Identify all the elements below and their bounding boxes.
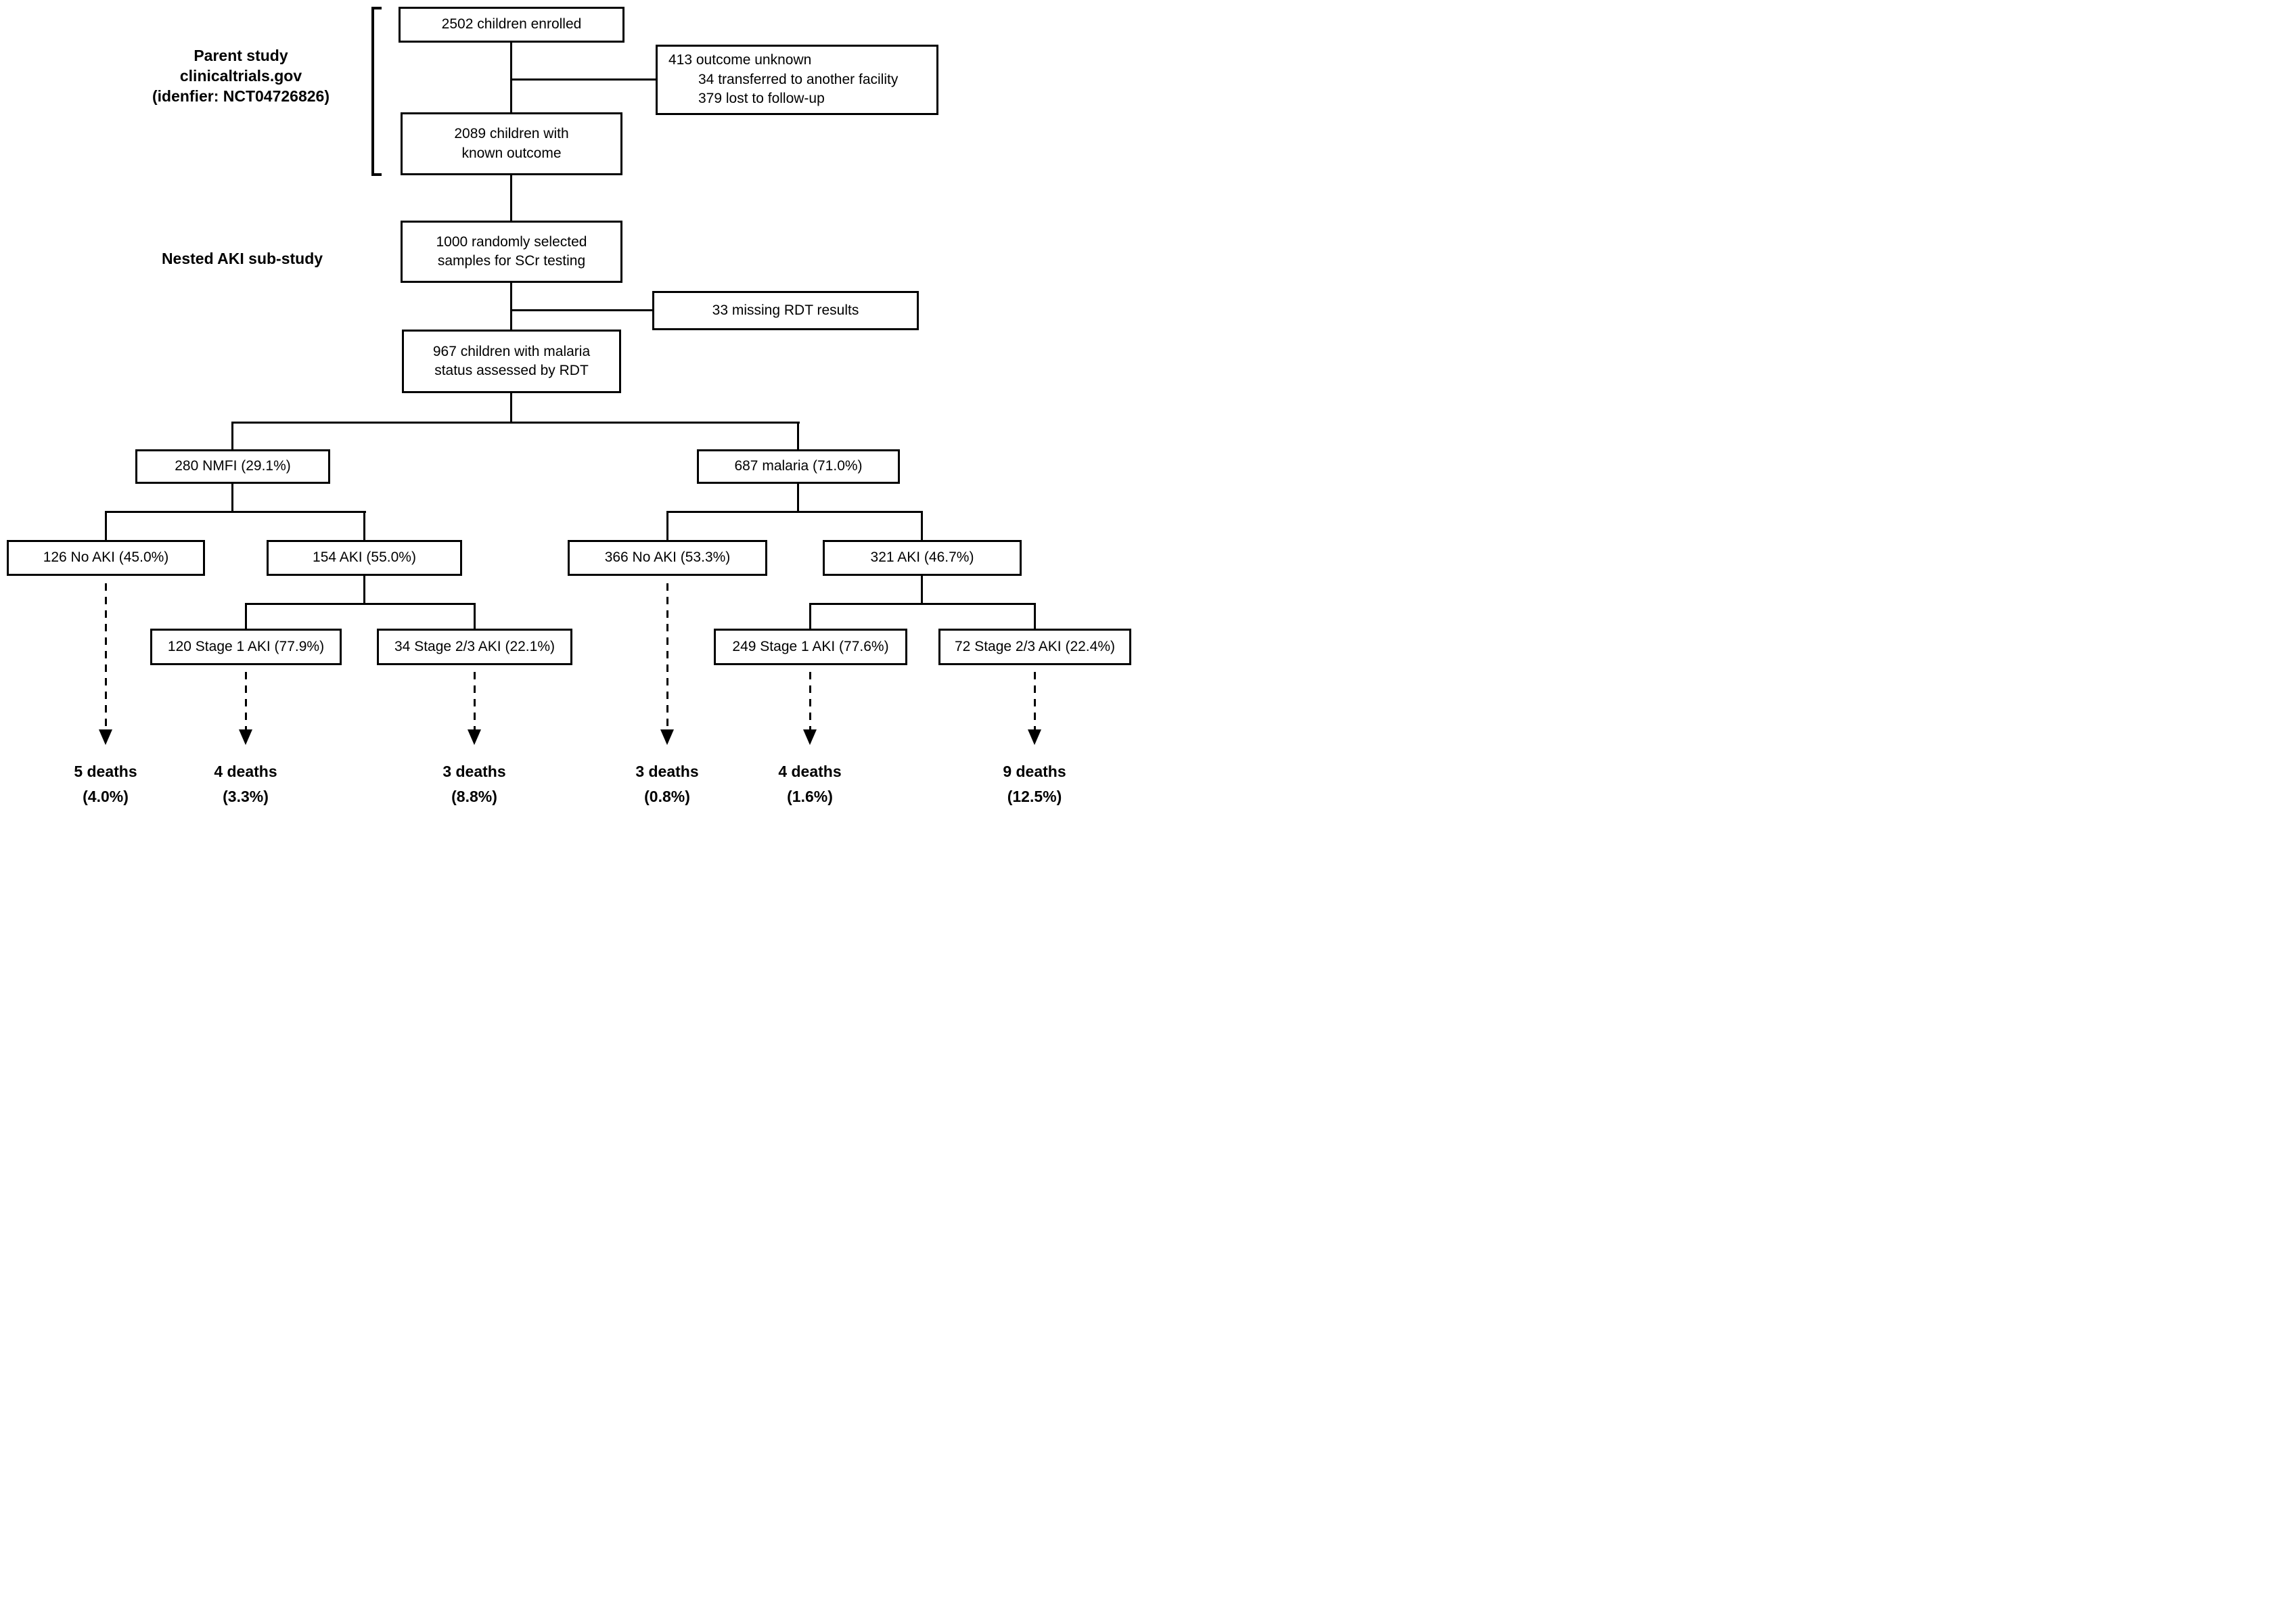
box-missing-rdt: 33 missing RDT results: [652, 291, 919, 330]
death-label: 4 deaths (1.6%): [735, 759, 884, 809]
parent-study-label-line: clinicaltrials.gov: [179, 66, 302, 85]
connector-line: [231, 422, 233, 449]
connector-line: [245, 603, 476, 605]
box-nmfi-stage1-text: 120 Stage 1 AKI (77.9%): [167, 638, 325, 654]
box-enrolled-text: 2502 children enrolled: [441, 16, 582, 32]
box-malaria-no-aki-text: 366 No AKI (53.3%): [604, 549, 731, 566]
death-label: 5 deaths (4.0%): [31, 759, 180, 809]
connector-line: [105, 511, 366, 513]
dashed-arrow-line: [666, 583, 668, 729]
connector-line: [474, 603, 476, 629]
connector-line: [666, 511, 668, 540]
box-rdt-assessed: 967 children with malaria status assesse…: [402, 330, 621, 393]
down-arrow-icon: [99, 729, 112, 745]
death-count: 3 deaths: [442, 763, 506, 780]
death-count: 9 deaths: [1003, 763, 1066, 780]
death-label: 3 deaths (0.8%): [593, 759, 742, 809]
connector-line: [666, 511, 922, 513]
dashed-arrow-line: [809, 672, 811, 729]
dashed-arrow-line: [1034, 672, 1036, 729]
box-nmfi-stage23: 34 Stage 2/3 AKI (22.1%): [377, 629, 572, 665]
connector-line: [510, 393, 512, 422]
down-arrow-icon: [660, 729, 674, 745]
box-nmfi-no-aki: 126 No AKI (45.0%): [7, 540, 205, 576]
box-nmfi-no-aki-text: 126 No AKI (45.0%): [43, 549, 169, 566]
connector-line: [105, 511, 107, 540]
death-count: 4 deaths: [778, 763, 842, 780]
death-pct: (1.6%): [787, 787, 833, 805]
box-nmfi-stage1: 120 Stage 1 AKI (77.9%): [150, 629, 342, 665]
box-malaria-stage1: 249 Stage 1 AKI (77.6%): [714, 629, 907, 665]
box-outcome-unknown-line: 413 outcome unknown: [668, 52, 812, 68]
box-malaria-aki: 321 AKI (46.7%): [823, 540, 1022, 576]
parent-study-bracket: [371, 7, 382, 176]
box-nmfi-text: 280 NMFI (29.1%): [175, 458, 291, 474]
box-malaria-aki-text: 321 AKI (46.7%): [870, 549, 974, 566]
connector-line: [245, 603, 247, 629]
box-scr-samples: 1000 randomly selected samples for SCr t…: [401, 221, 622, 283]
death-pct: (4.0%): [83, 787, 129, 805]
connector-line: [809, 603, 1035, 605]
death-label: 9 deaths (12.5%): [960, 759, 1109, 809]
box-malaria-text: 687 malaria (71.0%): [734, 458, 863, 474]
down-arrow-icon: [803, 729, 817, 745]
connector-line: [510, 175, 512, 221]
study-flow-diagram: Parent study clinicaltrials.gov (idenfie…: [0, 0, 1136, 812]
box-known-outcome-line: 2089 children with: [454, 126, 569, 142]
connector-line: [510, 283, 512, 330]
dashed-arrow-line: [245, 672, 247, 729]
box-rdt-assessed-line: 967 children with malaria: [432, 343, 591, 359]
down-arrow-icon: [468, 729, 481, 745]
connector-line: [1034, 603, 1036, 629]
connector-line: [231, 422, 800, 424]
death-pct: (3.3%): [223, 787, 269, 805]
connector-line: [809, 603, 811, 629]
box-missing-rdt-text: 33 missing RDT results: [712, 302, 859, 318]
death-count: 5 deaths: [74, 763, 137, 780]
dashed-arrow-line: [105, 583, 107, 729]
parent-study-label-line: (idenfier: NCT04726826): [152, 87, 330, 105]
box-malaria-stage23-text: 72 Stage 2/3 AKI (22.4%): [955, 638, 1115, 654]
down-arrow-icon: [239, 729, 252, 745]
box-enrolled: 2502 children enrolled: [399, 7, 624, 43]
down-arrow-icon: [1028, 729, 1041, 745]
box-outcome-unknown: 413 outcome unknown 34 transferred to an…: [656, 45, 938, 115]
connector-line: [510, 43, 512, 112]
box-outcome-unknown-line: 34 transferred to another facility: [698, 71, 899, 87]
connector-line: [512, 78, 656, 81]
death-label: 4 deaths (3.3%): [171, 759, 320, 809]
nested-substudy-label: Nested AKI sub-study: [161, 250, 323, 267]
box-malaria-stage23: 72 Stage 2/3 AKI (22.4%): [938, 629, 1131, 665]
box-nmfi-aki: 154 AKI (55.0%): [267, 540, 462, 576]
box-nmfi-aki-text: 154 AKI (55.0%): [313, 549, 416, 566]
box-scr-samples-line: 1000 randomly selected: [436, 233, 587, 250]
death-count: 4 deaths: [214, 763, 277, 780]
box-malaria-stage1-text: 249 Stage 1 AKI (77.6%): [732, 638, 889, 654]
box-rdt-assessed-line: status assessed by RDT: [434, 363, 589, 378]
parent-study-label: Parent study clinicaltrials.gov (idenfie…: [129, 46, 353, 107]
box-known-outcome-line: known outcome: [461, 145, 562, 161]
box-nmfi: 280 NMFI (29.1%): [135, 449, 330, 484]
parent-study-label-line: Parent study: [194, 47, 288, 64]
dashed-arrow-line: [474, 672, 476, 729]
box-scr-samples-line: samples for SCr testing: [437, 253, 586, 269]
connector-line: [363, 511, 365, 540]
box-outcome-unknown-line: 379 lost to follow-up: [698, 91, 825, 107]
connector-line: [797, 484, 799, 511]
connector-line: [921, 511, 923, 540]
connector-line: [797, 422, 799, 449]
box-malaria: 687 malaria (71.0%): [697, 449, 900, 484]
death-label: 3 deaths (8.8%): [400, 759, 549, 809]
death-pct: (0.8%): [644, 787, 690, 805]
box-known-outcome: 2089 children with known outcome: [401, 112, 622, 175]
connector-line: [512, 309, 652, 311]
connector-line: [231, 484, 233, 511]
box-malaria-no-aki: 366 No AKI (53.3%): [568, 540, 767, 576]
connector-line: [921, 576, 923, 603]
box-nmfi-stage23-text: 34 Stage 2/3 AKI (22.1%): [394, 638, 555, 654]
death-pct: (8.8%): [451, 787, 497, 805]
death-pct: (12.5%): [1007, 787, 1062, 805]
connector-line: [363, 576, 365, 603]
death-count: 3 deaths: [635, 763, 699, 780]
